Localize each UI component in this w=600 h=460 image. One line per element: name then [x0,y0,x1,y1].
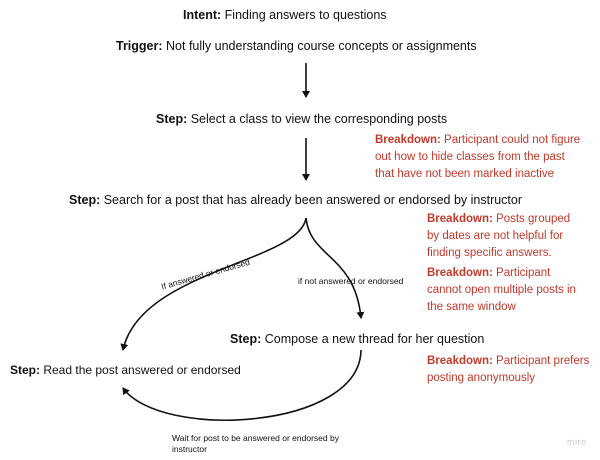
breakdown-line: out how to hide classes from the past [375,151,565,163]
step-label: Step: [69,193,101,207]
miro-watermark: miro [567,437,587,447]
breakdown-label: Breakdown: [375,134,441,146]
breakdown-line: Participant prefers [492,355,590,367]
edge-label-wait-line2: instructor [172,444,207,454]
step-select-class: Step: Select a class to view the corresp… [156,112,447,127]
trigger-text: Not fully understanding course concepts … [162,39,477,53]
breakdown-label: Breakdown: [427,267,493,279]
edge-label-wait: Wait for post to be answered or endorsed… [172,433,339,455]
trigger-node: Trigger: Not fully understanding course … [116,39,477,54]
step-label: Step: [230,332,262,346]
arrow-compose-to-read [122,349,362,421]
breakdown-label: Breakdown: [427,355,493,367]
intent-node: Intent: Finding answers to questions [183,8,387,23]
breakdown-grouped-dates: Breakdown: Posts grouped by dates are no… [427,211,570,262]
breakdown-line: that have not been marked inactive [375,168,555,180]
breakdown-line: Posts grouped [492,213,571,225]
breakdown-line: by dates are not helpful for [427,230,564,242]
breakdown-label: Breakdown: [427,213,493,225]
trigger-label: Trigger: [116,39,163,53]
step-label: Step: [156,112,188,126]
step-label: Step: [10,363,40,377]
intent-text: Finding answers to questions [221,8,387,22]
breakdown-line: finding specific answers. [427,247,552,259]
step-text: Search for a post that has already been … [100,193,523,207]
edge-label-wait-line1: Wait for post to be answered or endorsed… [172,433,339,443]
step-read-post: Step: Read the post answered or endorsed [10,363,241,378]
breakdown-line: posting anonymously [427,372,536,384]
breakdown-line: the same window [427,301,516,313]
step-text: Read the post answered or endorsed [40,363,241,377]
arrow-search-to-read [120,217,307,351]
step-compose-thread: Step: Compose a new thread for her quest… [230,332,484,347]
breakdown-multiple-posts: Breakdown: Participant cannot open multi… [427,265,576,316]
step-text: Compose a new thread for her question [261,332,485,346]
breakdown-line: Participant could not figure [440,134,581,146]
intent-label: Intent: [183,8,222,22]
breakdown-line: Participant [492,267,551,279]
breakdown-line: cannot open multiple posts in [427,284,576,296]
breakdown-hide-classes: Breakdown: Participant could not figure … [375,132,580,183]
step-text: Select a class to view the corresponding… [187,112,448,126]
step-search-post: Step: Search for a post that has already… [69,193,522,208]
arrow-search-to-compose [305,217,365,319]
breakdown-anonymous: Breakdown: Participant prefers posting a… [427,353,589,387]
